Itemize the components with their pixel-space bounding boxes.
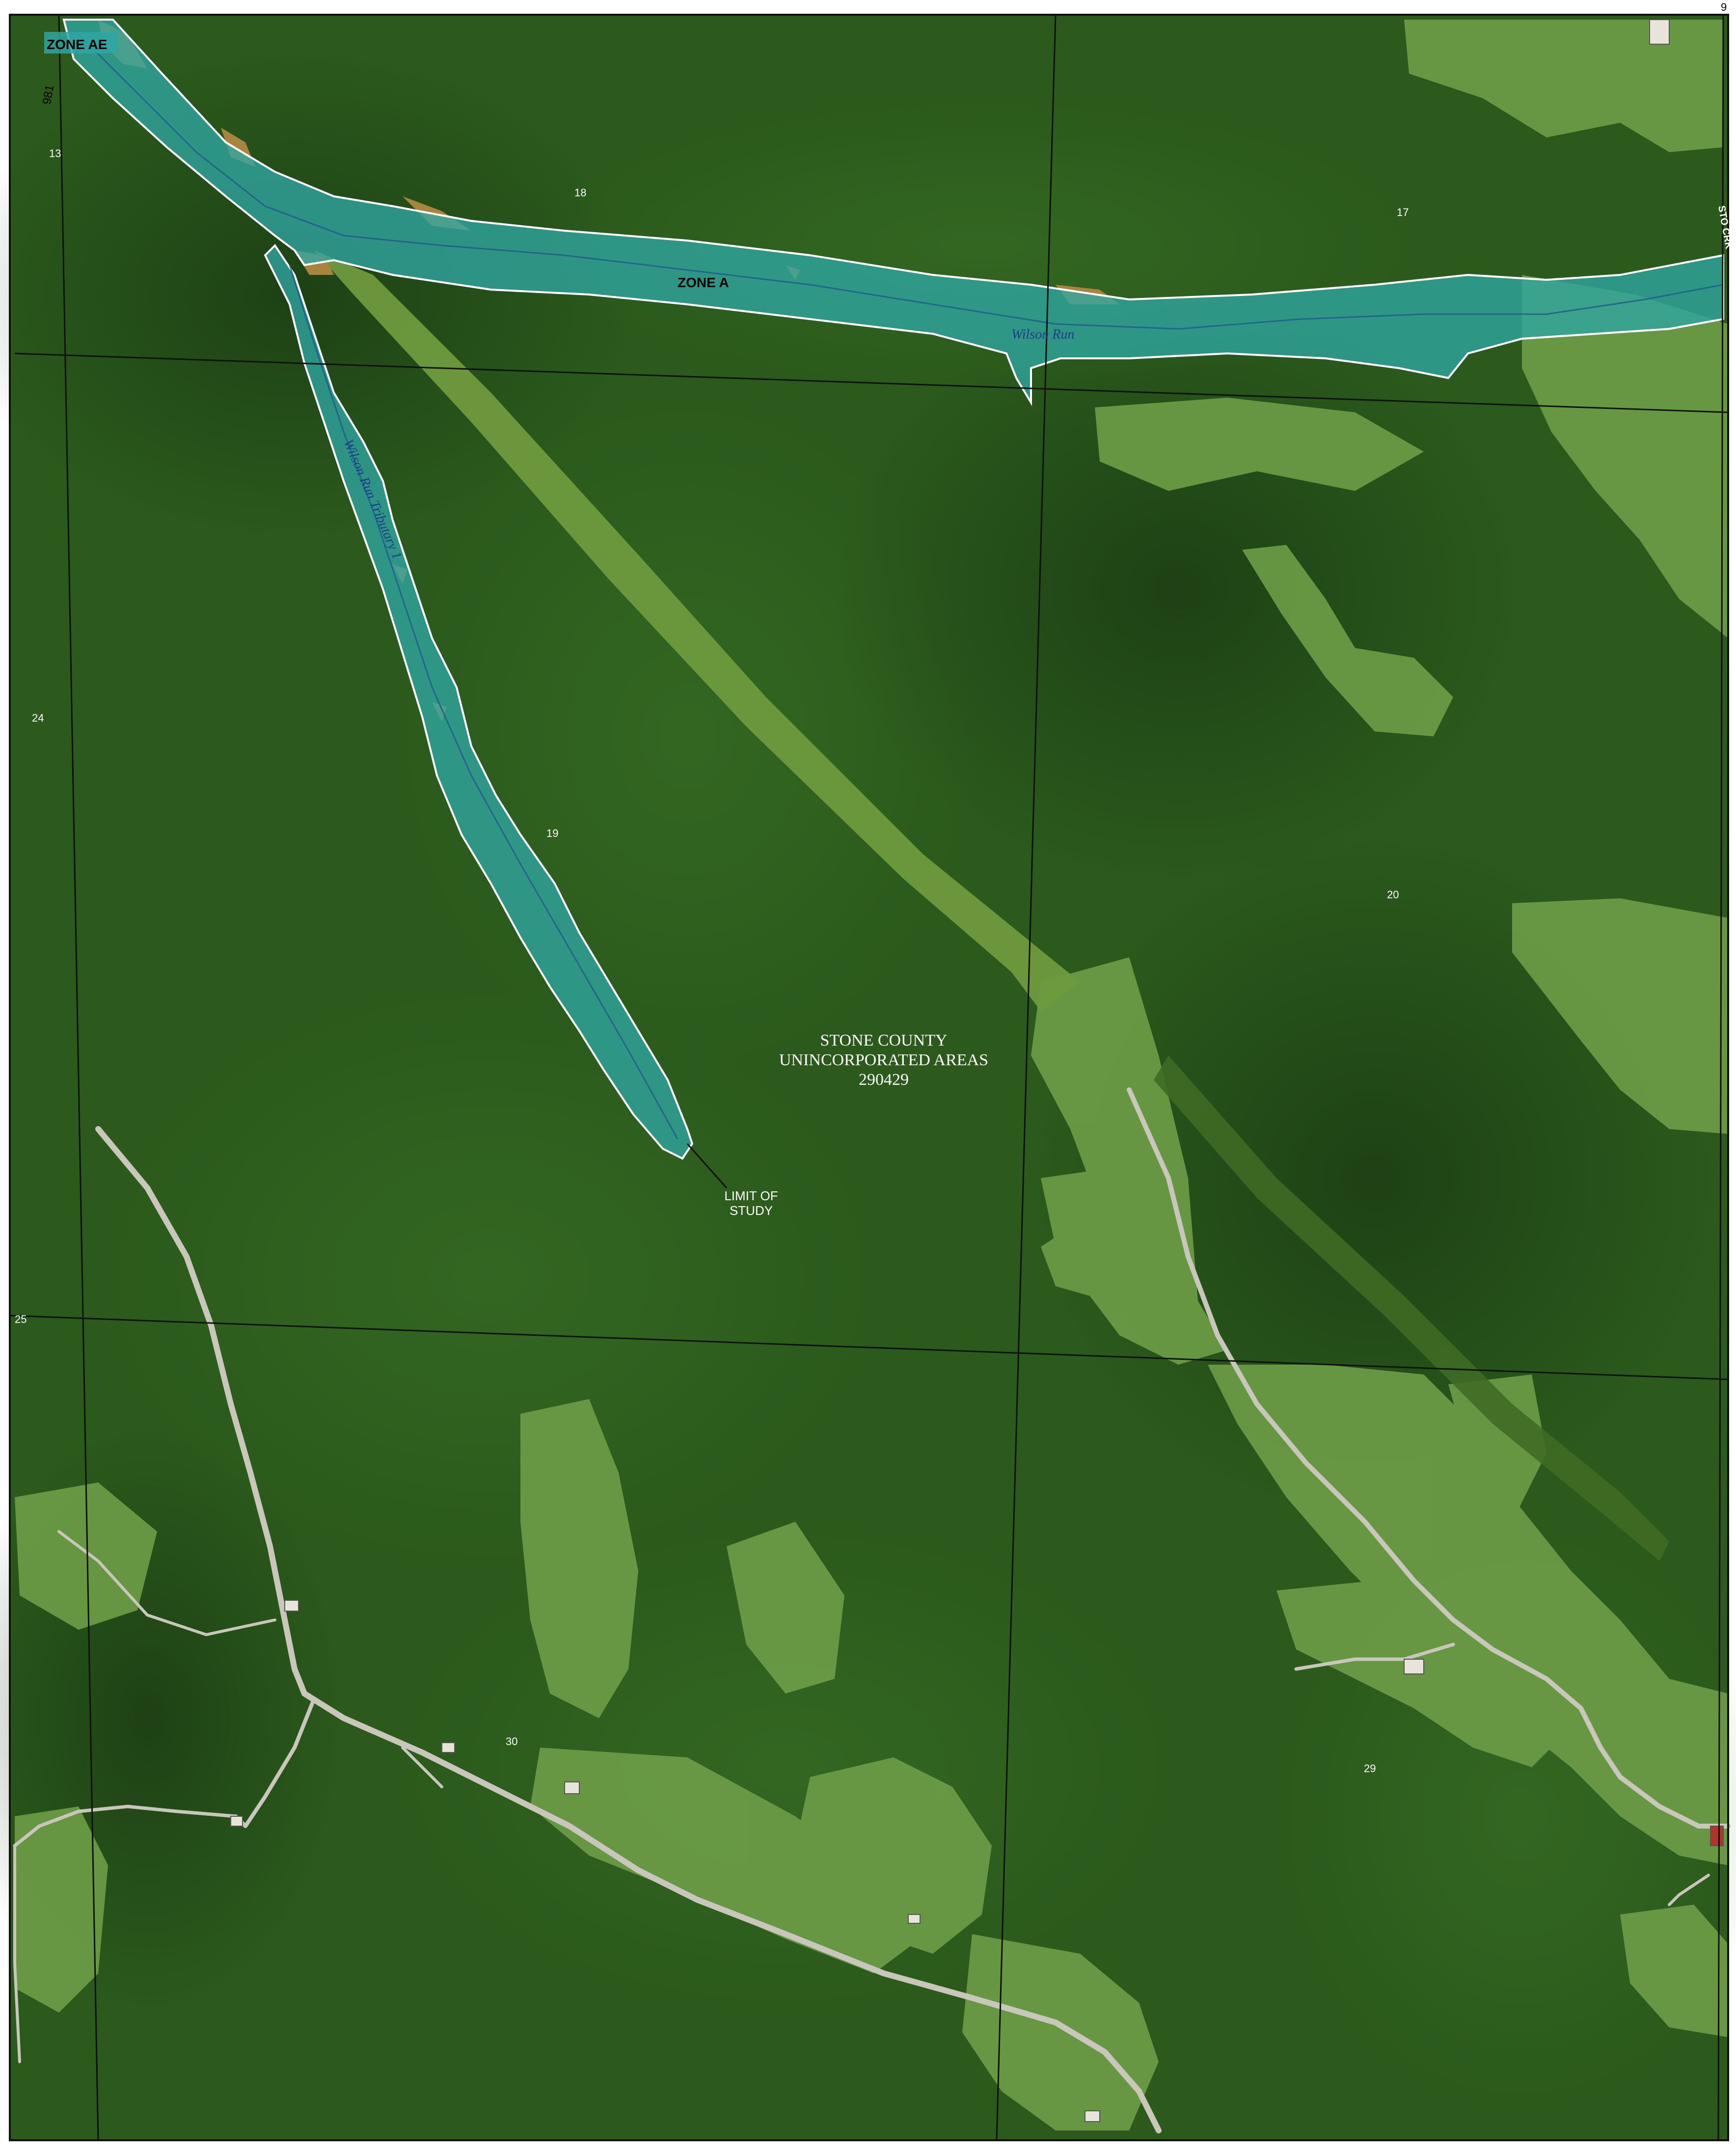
corner-label: 9 xyxy=(1721,1,1727,13)
structures xyxy=(230,19,1724,2122)
wilson-run-label: Wilson Run xyxy=(1011,327,1074,342)
section-29: 29 xyxy=(1364,1762,1376,1775)
community-id: 290429 xyxy=(859,1071,909,1089)
limit-of-study-line1: LIMIT OF xyxy=(724,1188,778,1203)
utility-clearing xyxy=(314,250,1669,1561)
pastures xyxy=(15,20,1728,2130)
section-13: 13 xyxy=(49,147,61,160)
section-17: 17 xyxy=(1397,206,1409,218)
section-19: 19 xyxy=(546,827,558,839)
zone-ae-label: ZONE AE xyxy=(47,37,107,52)
section-24: 24 xyxy=(32,712,44,724)
section-18: 18 xyxy=(574,187,586,199)
community-name-line1: STONE COUNTY xyxy=(820,1031,947,1050)
floodplain-main xyxy=(62,19,1724,1160)
section-lines xyxy=(9,14,1729,2141)
community-name-line2: UNINCORPORATED AREAS xyxy=(779,1051,988,1069)
zone-a-label: ZONE A xyxy=(678,275,729,290)
section-25: 25 xyxy=(15,1313,27,1325)
section-30: 30 xyxy=(506,1735,517,1748)
section-20: 20 xyxy=(1387,889,1399,901)
map-border xyxy=(9,14,1729,2141)
limit-of-study-line2: STUDY xyxy=(730,1203,773,1218)
